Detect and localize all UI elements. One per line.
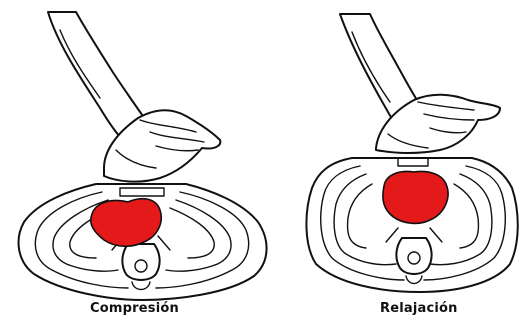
relaxation-label: Relajación <box>380 301 458 316</box>
relaxed-heart <box>383 172 448 224</box>
compression-panel <box>19 12 267 300</box>
relaxation-torso <box>306 158 517 292</box>
compression-torso <box>19 184 267 300</box>
compression-label: Compresión <box>90 301 179 316</box>
relaxation-panel <box>306 14 517 292</box>
compressed-heart <box>91 199 161 247</box>
